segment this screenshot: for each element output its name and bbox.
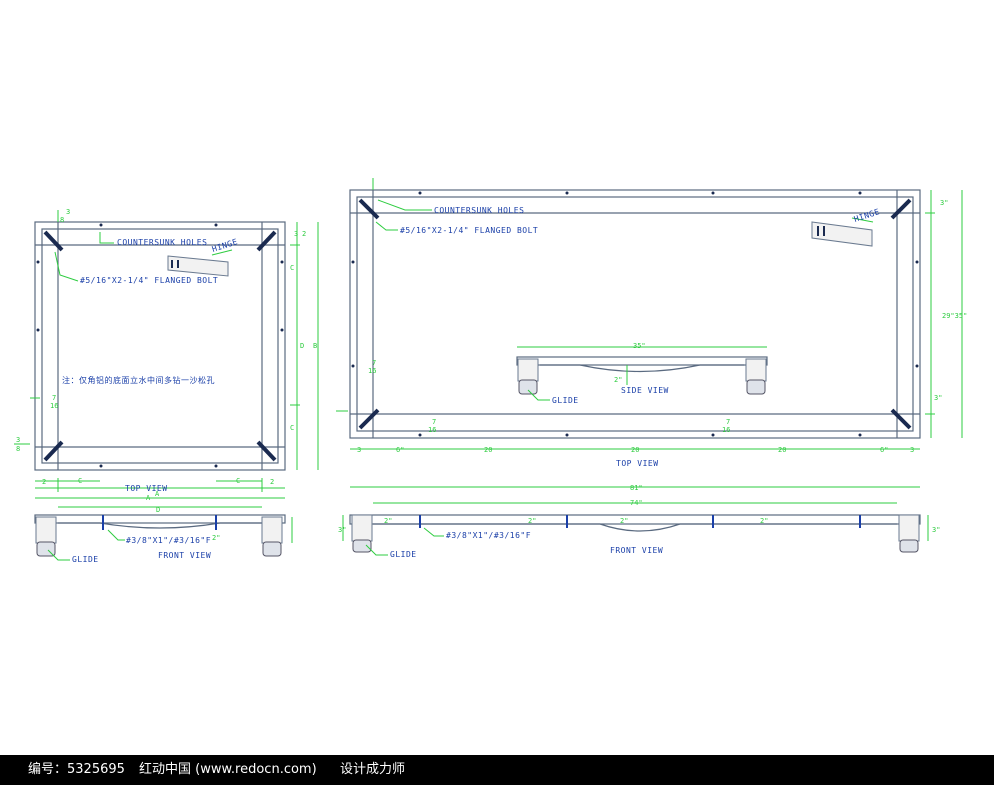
dim-2: 2"	[528, 517, 536, 525]
dim-81: 81"	[630, 484, 643, 492]
dim-bot: 3"	[934, 394, 942, 402]
dim-3: 3"	[932, 526, 940, 534]
dim-a: A	[155, 490, 160, 498]
glide-icon	[262, 541, 282, 557]
dim-74: 74"	[630, 499, 643, 507]
dim-frac-num: 3	[66, 208, 70, 216]
large-top-outer-frame	[349, 189, 921, 439]
bolt-label: #3/8"X1"/#3/16"F	[446, 531, 531, 540]
glide-icon	[518, 379, 538, 395]
dim-frac-den: 16	[722, 426, 730, 434]
dim-bottom-2: 20	[484, 446, 492, 454]
glide-icon	[746, 379, 766, 395]
dim-b: B	[313, 342, 317, 350]
dim-r1: 3	[294, 230, 298, 238]
top-view-title: TOP VIEW	[125, 484, 168, 493]
large-top-view: COUNTERSUNK HOLES #5/16"X2-1/4" FLANGED …	[336, 178, 967, 468]
site-link[interactable]: 红动中国 (www.redocn.com)	[139, 762, 317, 777]
dim-c: C	[236, 477, 240, 485]
small-top-outer-frame	[34, 221, 286, 471]
dim-d: D	[300, 342, 304, 350]
corner-gusset	[358, 198, 912, 430]
dim-bottom-3: 20	[631, 446, 639, 454]
dim-bottom-5: 6"	[880, 446, 888, 454]
front-view-title: FRONT VIEW	[610, 546, 663, 555]
dim-left: 2	[42, 478, 46, 486]
dim-2: 2"	[620, 517, 628, 525]
dim-3: 3"	[338, 526, 346, 534]
dim-2: 2"	[614, 376, 622, 384]
dim-2: 2"	[212, 534, 220, 542]
dim-side: 29"35"	[942, 312, 967, 320]
glide-icon	[352, 539, 372, 553]
small-top-view: COUNTERSUNK HOLES #5/16"X2-1/4" FLANGED …	[14, 208, 319, 502]
bolt-label: #5/16"X2-1/4" FLANGED BOLT	[80, 276, 218, 285]
small-front-view: A D #3/8"X1"/#3/16"F GLIDE 2" FRONT VIEW	[34, 490, 293, 564]
dim-r2: 2	[302, 230, 306, 238]
small-front-rail	[34, 514, 286, 524]
dim-2: 2"	[384, 517, 392, 525]
glide-label: GLIDE	[552, 396, 579, 405]
dim-frac-num: 7	[432, 418, 436, 426]
countersunk-label: COUNTERSUNK HOLES	[434, 206, 524, 215]
side-view-title: SIDE VIEW	[621, 386, 669, 395]
dim-bottom-0: 3	[357, 446, 361, 454]
dim-frac-den: 16	[368, 367, 376, 375]
dim-frac-den: 8	[60, 216, 64, 224]
dim-frac-num: 3	[16, 436, 20, 444]
glide-label: GLIDE	[72, 555, 99, 564]
dim-top: 3"	[940, 199, 948, 207]
large-front-view: 81" 74" 2" 2" 2" 2" 3" 3" #3/8"X1"/#3/16…	[338, 484, 940, 559]
dim-c: C	[290, 264, 294, 272]
hinge-bracket	[167, 255, 229, 277]
top-view-title: TOP VIEW	[616, 459, 659, 468]
dim-frac-den: 16	[428, 426, 436, 434]
hinge-bracket	[811, 221, 873, 247]
front-view-title: FRONT VIEW	[158, 551, 211, 560]
large-front-rail	[349, 514, 921, 525]
dim-2: 2"	[760, 517, 768, 525]
bolt-label: #5/16"X2-1/4" FLANGED BOLT	[400, 226, 538, 235]
image-id-label: 编号：5325695	[28, 762, 125, 777]
cad-drawing: COUNTERSUNK HOLES #5/16"X2-1/4" FLANGED …	[14, 178, 967, 564]
watermark-footer: 编号：5325695 红动中国 (www.redocn.com) 设计成力师	[0, 755, 994, 785]
dim-frac-num: 7	[372, 359, 376, 367]
dim-bottom-6: 3	[910, 446, 914, 454]
side-view-inset	[516, 346, 768, 401]
glide-label: GLIDE	[390, 550, 417, 559]
dim-bottom-4: 20	[778, 446, 786, 454]
dim-bottom-1: 6"	[396, 446, 404, 454]
note-label: 注：仅角铝的底面立水中间多钻一沙松孔	[62, 375, 215, 385]
dim-d: D	[156, 506, 160, 514]
dim-frac-den: 8	[16, 445, 20, 453]
dim-c: C	[78, 477, 82, 485]
slogan-label: 设计成力师	[340, 762, 406, 777]
dim-right: 2	[270, 478, 274, 486]
dim-frac-num: 7	[726, 418, 730, 426]
dim-35: 35"	[633, 342, 646, 350]
glide-icon	[899, 539, 919, 553]
dim-frac-den: 16	[50, 402, 58, 410]
corner-gusset	[43, 230, 277, 462]
hinge-label: HINGE	[853, 207, 881, 224]
dim-c: C	[290, 424, 294, 432]
dim-frac-num: 7	[52, 394, 56, 402]
bolt-label: #3/8"X1"/#3/16"F	[126, 536, 211, 545]
countersunk-label: COUNTERSUNK HOLES	[117, 238, 207, 247]
